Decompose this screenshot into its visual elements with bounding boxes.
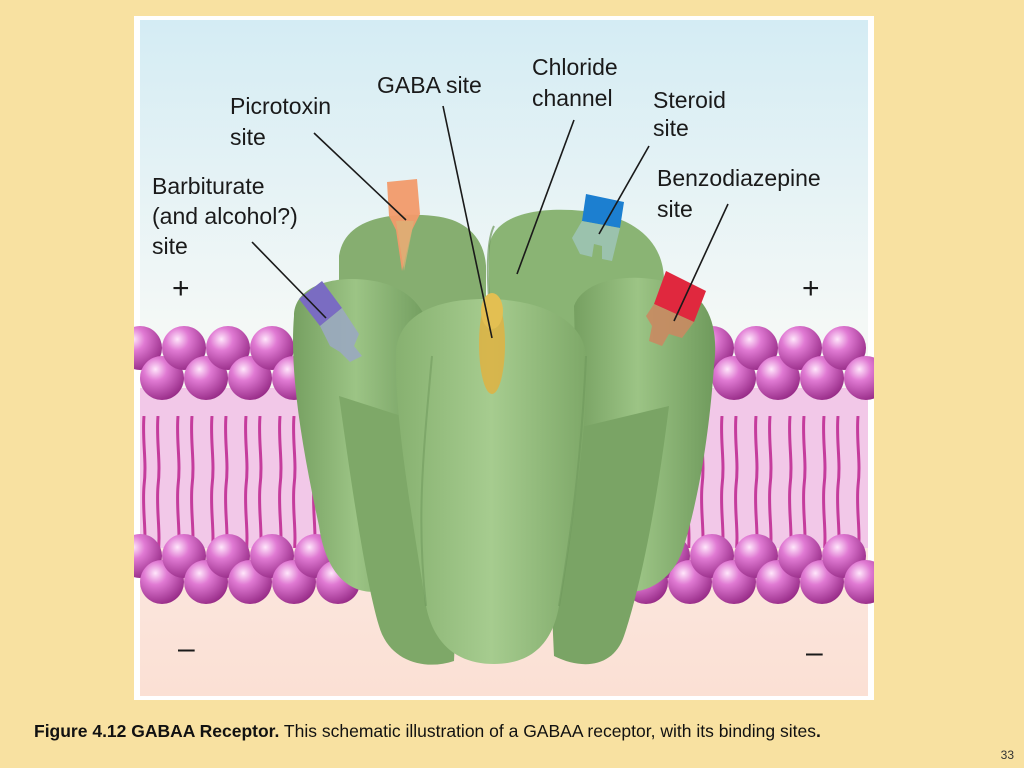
- label-chloride-channel: Chloride channel: [532, 54, 624, 111]
- label-gaba-line1: GABA site: [377, 72, 482, 98]
- label-picrotoxin-site: Picrotoxin site: [230, 93, 337, 150]
- label-steroid-line1: Steroid: [653, 87, 726, 113]
- leader-barbiturate: [251, 241, 327, 319]
- sign-bottom-right-minus: –: [806, 636, 823, 669]
- leader-benzodiazepine: [673, 203, 729, 322]
- figure-caption: Figure 4.12 GABAA Receptor. This schemat…: [34, 721, 994, 742]
- label-barbiturate-line1: Barbiturate: [152, 173, 265, 199]
- leader-gaba: [442, 105, 493, 339]
- label-picrotoxin-line2: site: [230, 124, 266, 150]
- figure-panel: Picrotoxin site GABA site Chloride chann…: [134, 16, 874, 700]
- label-steroid-site: Steroid site: [653, 87, 732, 141]
- label-barbiturate-line3: site: [152, 233, 188, 259]
- slide-number: 33: [1000, 748, 1014, 762]
- sign-top-left-plus: +: [172, 272, 190, 305]
- label-barbiturate-site: Barbiturate (and alcohol?) site: [152, 173, 304, 259]
- sign-bottom-left-minus: –: [178, 632, 195, 665]
- benzodiazepine-binding-site: [646, 271, 706, 346]
- lipid-head: [844, 560, 874, 604]
- gabaa-receptor: [293, 209, 716, 665]
- gabaa-receptor-diagram: Picrotoxin site GABA site Chloride chann…: [134, 20, 874, 696]
- label-chloride-line1: Chloride: [532, 54, 618, 80]
- leader-chloride: [516, 119, 575, 275]
- label-benzodiazepine-line1: Benzodiazepine: [657, 165, 821, 191]
- caption-text: This schematic illustration of a GABAA r…: [279, 721, 816, 741]
- leader-picrotoxin: [313, 132, 407, 221]
- steroid-binding-site: [572, 194, 624, 261]
- label-benzodiazepine-line2: site: [657, 196, 693, 222]
- caption-figure-label: Figure 4.12 GABAA Receptor.: [34, 721, 280, 741]
- caption-end: .: [815, 721, 821, 741]
- label-steroid-line2: site: [653, 115, 689, 141]
- label-barbiturate-line2: (and alcohol?): [152, 203, 298, 229]
- lipid-heads-bottom-row: [134, 534, 874, 604]
- sign-top-right-plus: +: [802, 272, 820, 305]
- barbiturate-binding-site: [299, 281, 362, 362]
- gaba-binding-site: [479, 293, 505, 394]
- leader-steroid: [598, 145, 650, 235]
- lipid-head: [844, 356, 874, 400]
- label-chloride-line2: channel: [532, 85, 613, 111]
- label-benzodiazepine-site: Benzodiazepine site: [657, 165, 827, 222]
- label-picrotoxin-line1: Picrotoxin: [230, 93, 331, 119]
- label-gaba-site: GABA site: [377, 72, 482, 98]
- picrotoxin-binding-site: [387, 179, 420, 271]
